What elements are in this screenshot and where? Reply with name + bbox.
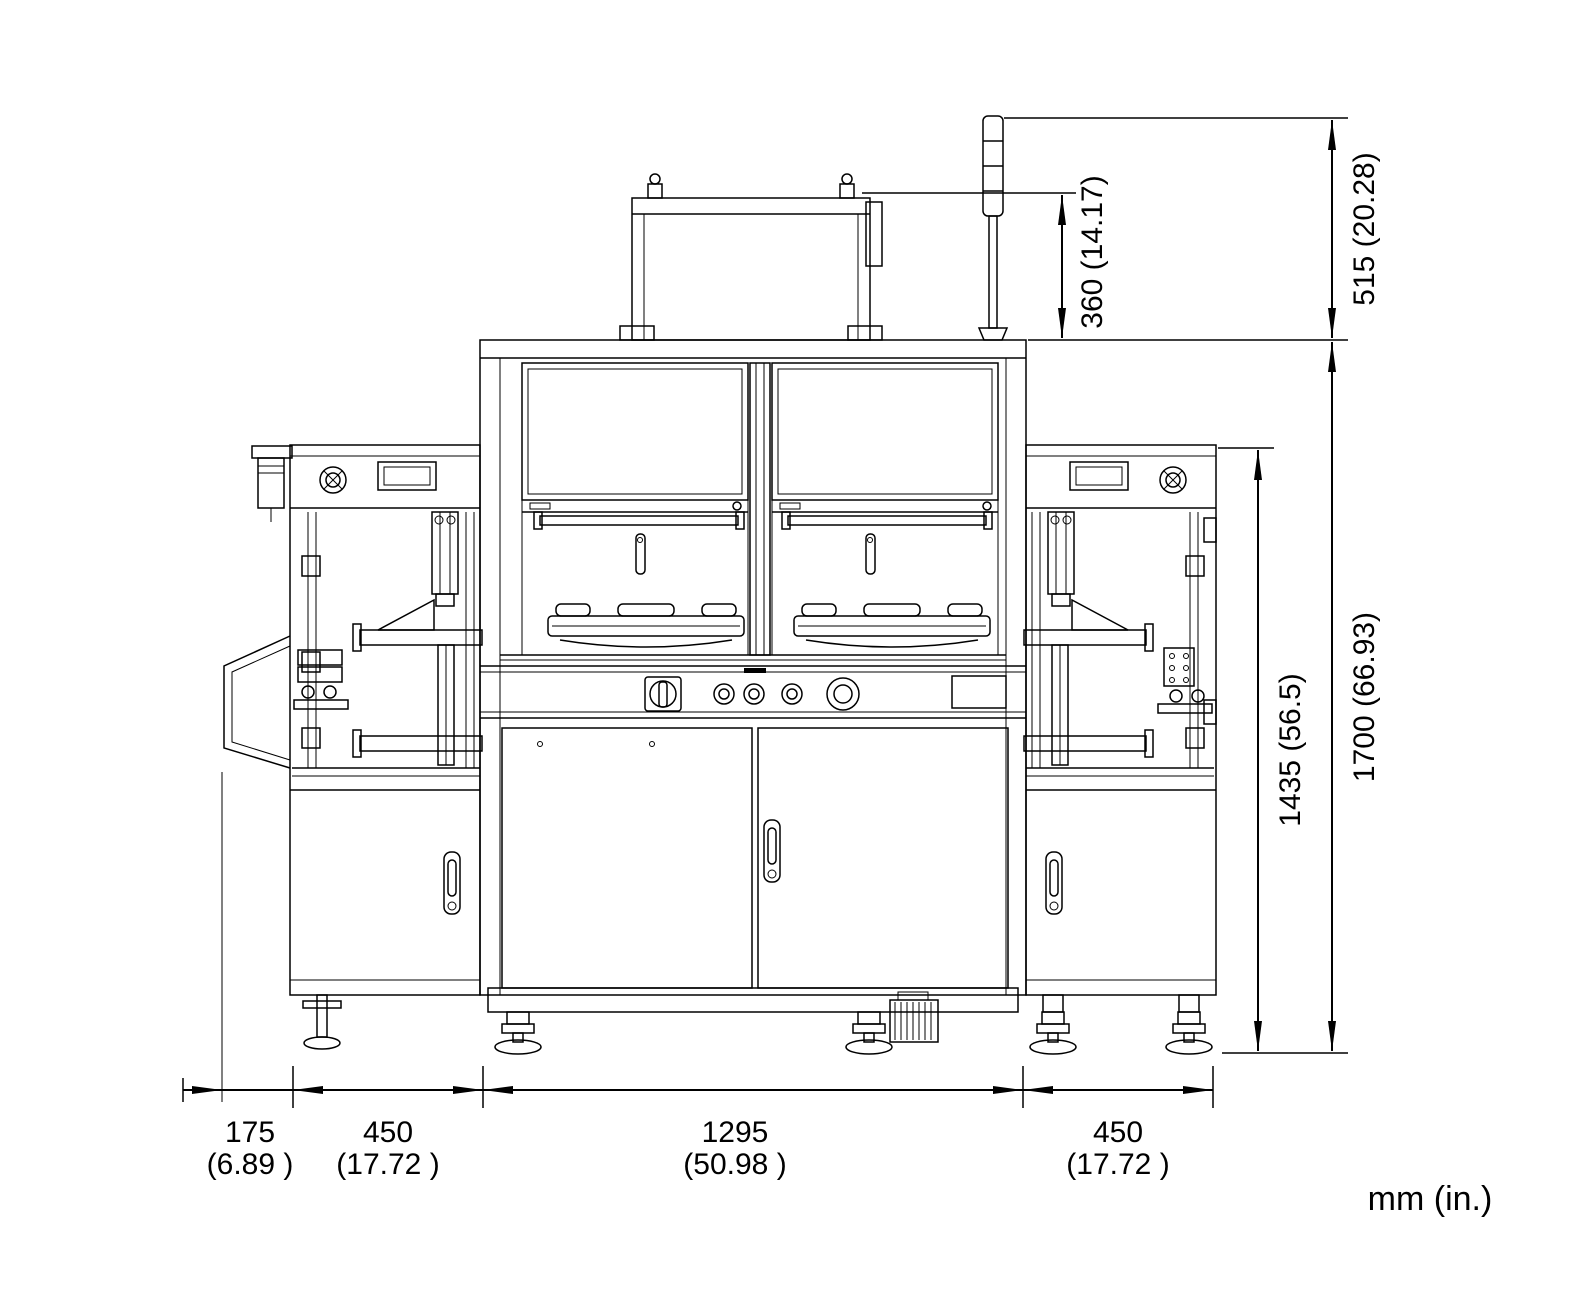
status-display	[377, 461, 437, 491]
dim-label-1295-mm: 1295	[702, 1116, 769, 1149]
dim-label-1700: 1700 (66.93)	[1348, 612, 1381, 782]
left-window	[521, 362, 749, 513]
leveling-feet	[494, 1011, 1213, 1055]
dim-label-175-in: (6.89 )	[207, 1148, 294, 1181]
left-carrier-tray	[547, 603, 745, 648]
top-hopper-unit	[619, 173, 883, 341]
dim-label-360: 360 (14.17)	[1076, 175, 1109, 328]
dim-label-450-right-mm: 450	[1093, 1116, 1143, 1149]
main-cabinet	[479, 339, 1027, 1043]
signal-tower	[977, 115, 1009, 341]
left-leveling-foot	[302, 994, 342, 1050]
emergency-stop-icon	[1159, 466, 1187, 494]
push-button-icon	[713, 683, 735, 705]
base-kick-plate	[487, 987, 1019, 1013]
upper-conveyor-rails	[533, 511, 993, 575]
blank-plate	[951, 675, 1007, 709]
status-display	[1069, 461, 1129, 491]
air-filter-unit	[251, 445, 293, 522]
door-handle	[443, 851, 461, 915]
dim-label-175-mm: 175	[225, 1116, 275, 1149]
right-carrier-tray	[793, 603, 991, 648]
left-module-mechanism	[292, 511, 483, 777]
dim-label-450-left-mm: 450	[363, 1116, 413, 1149]
push-button-icon	[743, 683, 765, 705]
dim-label-1295-in: (50.98 )	[683, 1148, 786, 1181]
dim-label-450-left-in: (17.72 )	[336, 1148, 439, 1181]
dim-label-515: 515 (20.28)	[1348, 152, 1381, 305]
right-window	[771, 362, 999, 513]
machine-outline	[223, 115, 1217, 1055]
dimension-annotations: 515 (20.28) 360 (14.17) 1700 (66.93) 143…	[182, 117, 1493, 1218]
left-loader-module	[223, 444, 483, 1050]
lower-doors	[501, 727, 1009, 989]
center-mullion	[749, 362, 771, 656]
right-module-mechanism	[1023, 511, 1217, 777]
panel-label-strip	[744, 668, 766, 673]
push-button-icon	[781, 683, 803, 705]
emergency-stop-icon	[826, 677, 860, 711]
dim-label-1435: 1435 (56.5)	[1274, 673, 1307, 826]
emergency-stop-icon	[319, 466, 347, 494]
motor-box	[889, 991, 939, 1043]
door-handle	[763, 819, 781, 883]
right-unloader-module	[1023, 444, 1217, 1013]
dim-label-450-right-in: (17.72 )	[1066, 1148, 1169, 1181]
main-power-switch-icon	[644, 676, 682, 712]
door-handle	[1045, 851, 1063, 915]
control-panel-band	[480, 665, 1026, 719]
discharge-chute	[223, 635, 291, 769]
units-label: mm (in.)	[1368, 1180, 1493, 1218]
